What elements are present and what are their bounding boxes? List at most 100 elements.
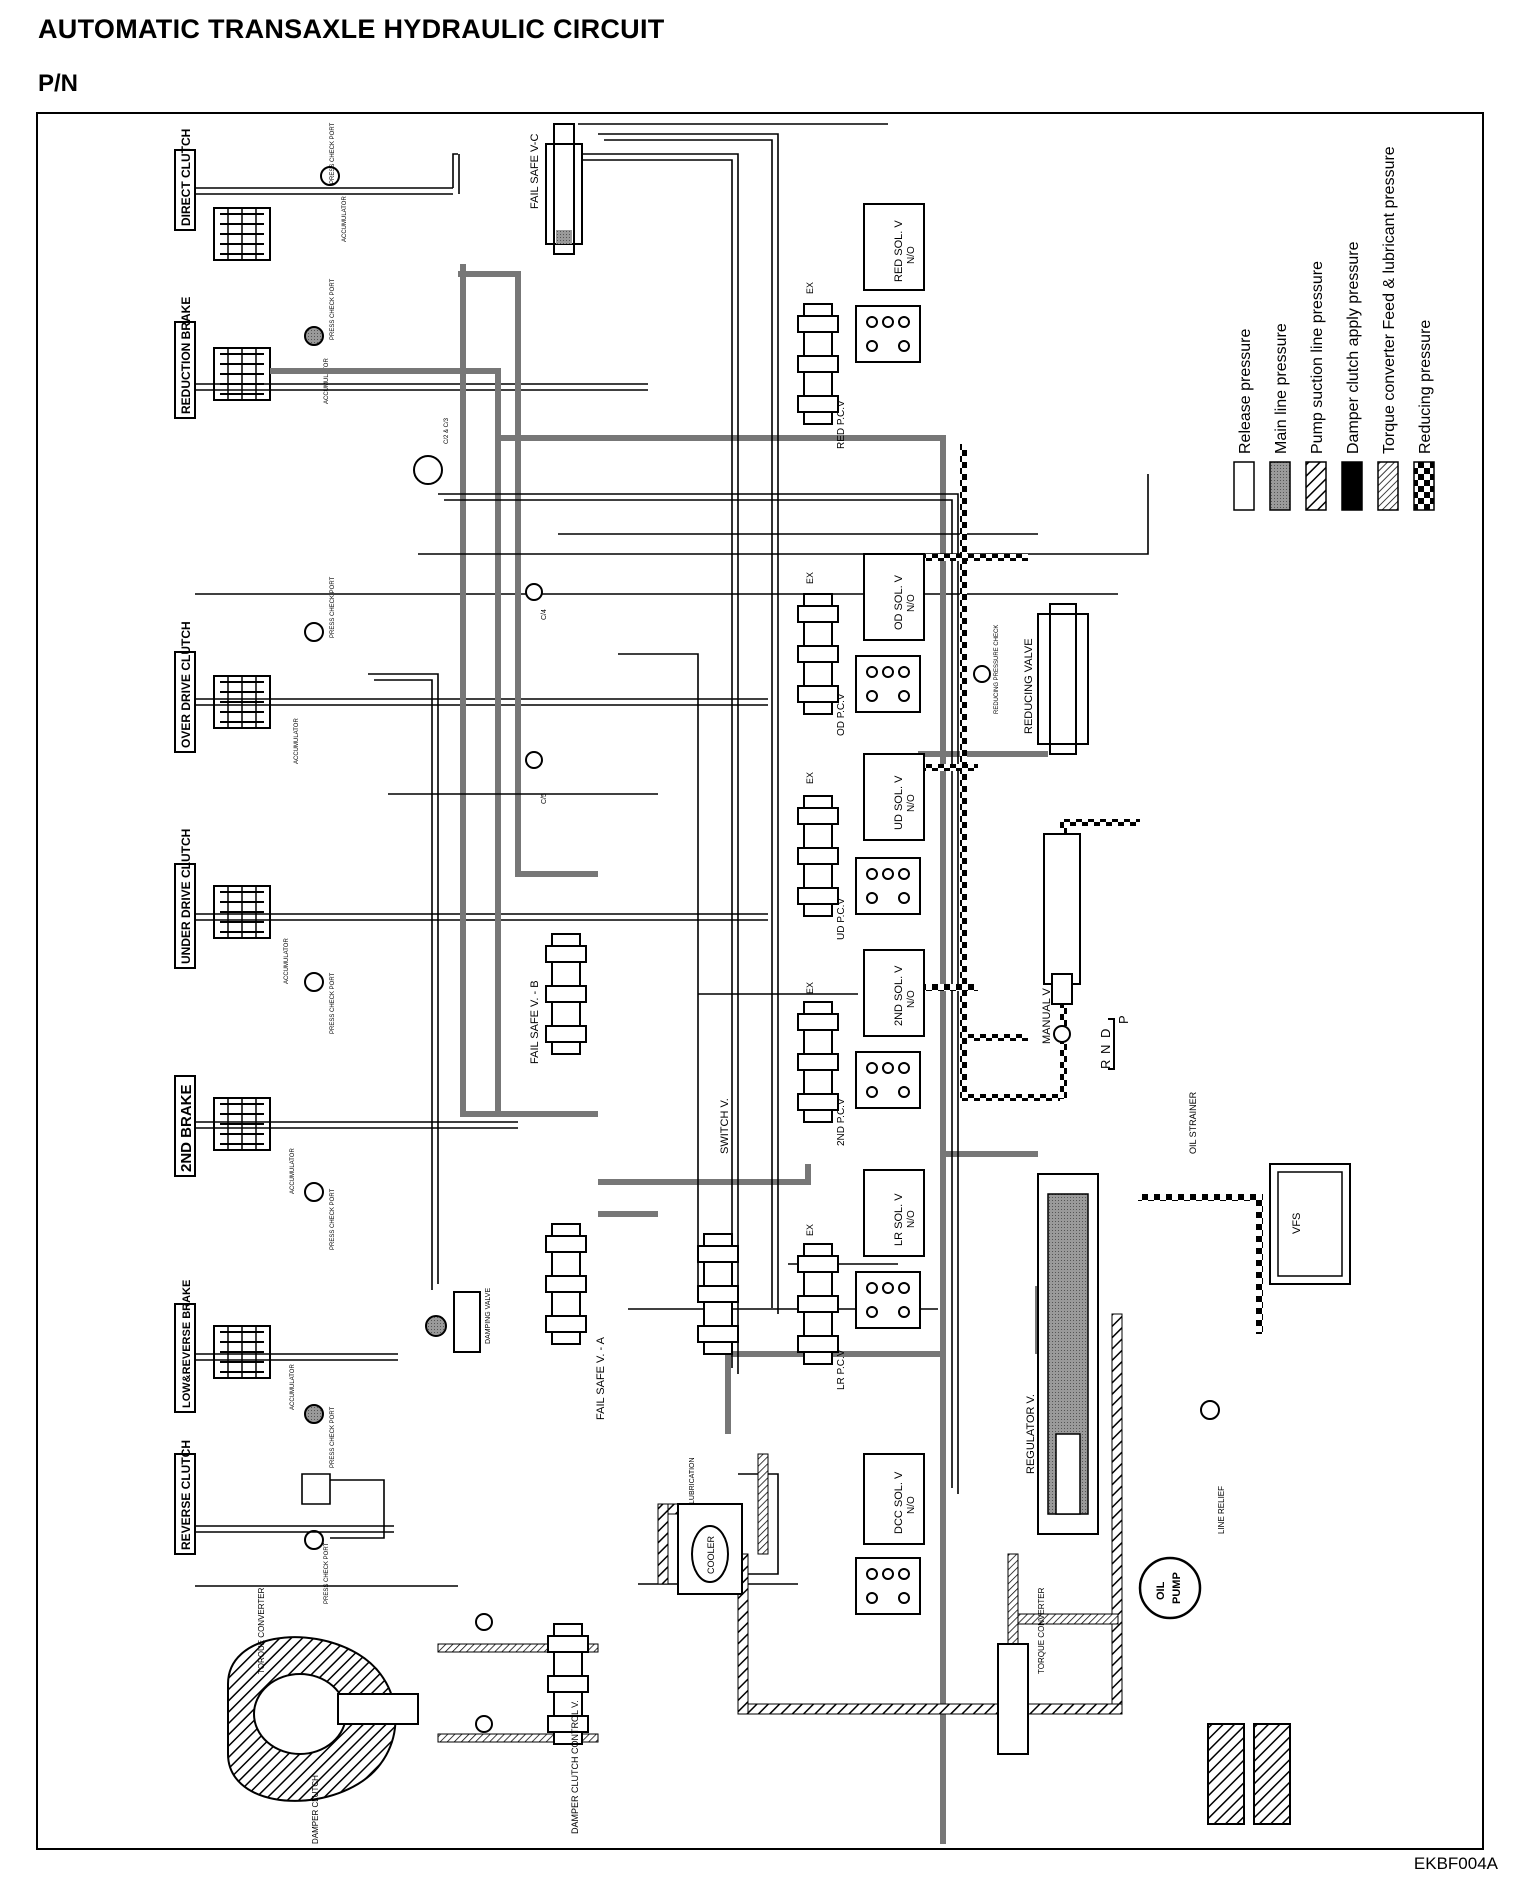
- legend-label-reducing: Reducing pressure: [1417, 320, 1434, 454]
- clutch-label-overdrive: OVER DRIVE CLUTCH: [179, 621, 193, 748]
- fail-safe-a-label: FAIL SAFE V. - A: [595, 1336, 607, 1420]
- reducing-check-label: REDUCING PRESSURE CHECK: [994, 625, 1000, 714]
- oil-strainer-label: OIL STRAINER: [1188, 1091, 1198, 1154]
- oil-pump-label-2: PUMP: [1171, 1572, 1183, 1604]
- ex-label-3: EX: [805, 772, 815, 784]
- sol-red-no: N/O: [906, 246, 917, 264]
- legend-label-damper: Damper clutch apply pressure: [1345, 241, 1362, 454]
- sol-ud-label: UD SOL. V: [893, 775, 905, 830]
- sol-lr-label: LR SOL. V: [893, 1193, 905, 1246]
- pcv-red: RED P.C.V: [836, 400, 847, 449]
- fail-safe-b-label: FAIL SAFE V. - B: [529, 980, 541, 1064]
- fail-safe-c-label: FAIL SAFE V-C: [529, 134, 541, 209]
- hydraulic-circuit-diagram: DIRECT CLUTCH REDUCTION BRAKE OVER DRIVE…: [174, 122, 1435, 1844]
- regulator-label: REGULATOR V.: [1025, 1394, 1037, 1474]
- c4-label: C/4: [541, 609, 548, 620]
- press-check-port-6: PRESS CHECK PORT: [330, 1406, 336, 1468]
- reducing-valve: REDUCING VALVE REDUCING PRESSURE CHECK: [973, 603, 1089, 755]
- manual-pos-n: N: [1098, 1045, 1113, 1054]
- switch-valve-label: SWITCH V.: [719, 1098, 731, 1154]
- pressure-control-valves: RED P.C.V OD P.C.V UD P.C.V 2ND P.C.V LR…: [797, 282, 847, 1390]
- accumulator-label-4: ACCUMULATOR: [284, 938, 290, 984]
- pcv-od: OD P.C.V: [836, 693, 847, 736]
- vfs-label: VFS: [1291, 1213, 1303, 1234]
- solenoid-dcc: DCC SOL. V N/O: [855, 1453, 925, 1615]
- legend-label-main-line: Main line pressure: [1273, 323, 1290, 454]
- press-check-port-5: PRESS CHECK PORT: [330, 1188, 336, 1250]
- clutch-label-reverse: REVERSE CLUTCH: [179, 1440, 193, 1550]
- reducing-valve-label: REDUCING VALVE: [1023, 638, 1035, 734]
- sol-2nd-label: 2ND SOL. V: [893, 965, 905, 1026]
- manual-pos-r: R: [1098, 1060, 1113, 1069]
- accumulator-label-2: ACCUMULATOR: [324, 358, 330, 404]
- legend-swatch-pump-suction: [1305, 461, 1327, 511]
- ex-label-1: EX: [805, 282, 815, 294]
- tc-valve-label: TORQUE CONVERTER: [1037, 1587, 1046, 1674]
- ex-label-4: EX: [805, 982, 815, 994]
- clutch-label-low-reverse: LOW&REVERSE BRAKE: [181, 1280, 193, 1408]
- page-subtitle: P/N: [38, 70, 79, 97]
- sol-dcc-no: N/O: [906, 1496, 917, 1514]
- damping-valve-label: DAMPING VALVE: [485, 1288, 492, 1344]
- sol-lr-no: N/O: [906, 1210, 917, 1228]
- fail-safe-valves: FAIL SAFE V-C FAIL SAFE V. - B FAIL SAFE…: [425, 123, 739, 1420]
- ex-label-2: EX: [805, 572, 815, 584]
- cooler-lubrication: COOLER LUBRICATION: [677, 1457, 743, 1595]
- legend: Release pressure Main line pressure Pump…: [1233, 146, 1435, 511]
- press-check-port-4: PRESS CHECK PORT: [330, 972, 336, 1034]
- solenoid-od: OD SOL. V N/O: [855, 553, 925, 713]
- legend-label-torque-converter: Torque converter Feed & lubricant pressu…: [1381, 146, 1398, 454]
- sol-od-no: N/O: [906, 594, 917, 612]
- sol-red-label: RED SOL. V: [893, 220, 905, 282]
- cooler-label: COOLER: [706, 1535, 716, 1574]
- oil-pump-label-1: OIL: [1155, 1581, 1167, 1600]
- main-line-pressure-lines: [270, 264, 1048, 1844]
- solenoid-ud: UD SOL. V N/O: [855, 753, 925, 915]
- legend-swatch-damper: [1341, 461, 1363, 511]
- manual-valve: MANUAL V R N D P: [1041, 833, 1131, 1070]
- legend-swatch-main-line: [1269, 461, 1291, 511]
- regulator-valve: REGULATOR V. VFS OIL STRAINER: [1025, 1091, 1351, 1535]
- manual-pos-p: P: [1116, 1015, 1131, 1024]
- sol-od-label: OD SOL. V: [893, 574, 905, 630]
- press-check-port-3: PRESS CHECK PORT: [330, 576, 336, 638]
- pcv-ud: UD P.C.V: [836, 898, 847, 940]
- accumulator-label-1: ACCUMULATOR: [342, 196, 348, 242]
- solenoid-red: RED SOL. V N/O: [855, 203, 925, 363]
- c5-label: C/5: [541, 793, 548, 804]
- legend-swatch-torque-converter: [1377, 461, 1399, 511]
- legend-label-pump-suction: Pump suction line pressure: [1309, 261, 1326, 454]
- diagram-frame: DIRECT CLUTCH REDUCTION BRAKE OVER DRIVE…: [36, 112, 1484, 1850]
- legend-swatch-release: [1233, 461, 1255, 511]
- solenoid-2nd: 2ND SOL. V N/O: [855, 949, 925, 1109]
- clutch-label-direct: DIRECT CLUTCH: [179, 129, 193, 226]
- accumulator-label-5: ACCUMULATOR: [290, 1148, 296, 1194]
- manual-valve-label: MANUAL V: [1041, 988, 1053, 1044]
- sol-dcc-label: DCC SOL. V: [893, 1471, 905, 1534]
- press-check-port-1: PRESS CHECK PORT: [330, 122, 336, 184]
- release-pressure-lines: [368, 123, 1149, 1585]
- sol-2nd-no: N/O: [906, 990, 917, 1008]
- ex-label-5: EX: [805, 1224, 815, 1236]
- feed-lines-left: [195, 187, 1118, 1587]
- clutch-label-reduction: REDUCTION BRAKE: [179, 297, 193, 414]
- damper-control-label: DAMPER CLUTCH CONTROL V.: [570, 1700, 580, 1834]
- pcv-lr: LR P.C.V: [836, 1349, 847, 1390]
- clutch-label-2nd-brake: 2ND BRAKE: [178, 1084, 195, 1172]
- accumulator-label-6: ACCUMULATOR: [290, 1364, 296, 1410]
- accumulators: ACCUMULATOR ACCUMULATOR ACCUMULATOR ACCU…: [213, 122, 348, 1604]
- torque-converter: TORQUE CONVERTER DAMPER CLUTCH: [227, 1587, 419, 1844]
- solenoid-lr: LR SOL. V N/O: [855, 1169, 925, 1329]
- damper-clutch-control-valve: DAMPER CLUTCH CONTROL V.: [475, 1613, 589, 1834]
- clutch-label-underdrive: UNDER DRIVE CLUTCH: [179, 829, 193, 964]
- legend-label-release: Release pressure: [1237, 329, 1254, 455]
- torque-converter-label: TORQUE CONVERTER: [257, 1587, 266, 1674]
- check-balls: C/2 & C/3 C/4 C/5: [413, 417, 548, 804]
- accumulator-label-3: ACCUMULATOR: [294, 718, 300, 764]
- press-check-port-2: PRESS CHECK PORT: [330, 278, 336, 340]
- pcv-2nd: 2ND P.C.V: [836, 1098, 847, 1146]
- legend-swatch-reducing: [1413, 461, 1435, 511]
- press-check-port-7: PRESS CHECK PORT: [324, 1542, 330, 1604]
- sol-ud-no: N/O: [906, 794, 917, 812]
- figure-code: EKBF004A: [1413, 1854, 1498, 1873]
